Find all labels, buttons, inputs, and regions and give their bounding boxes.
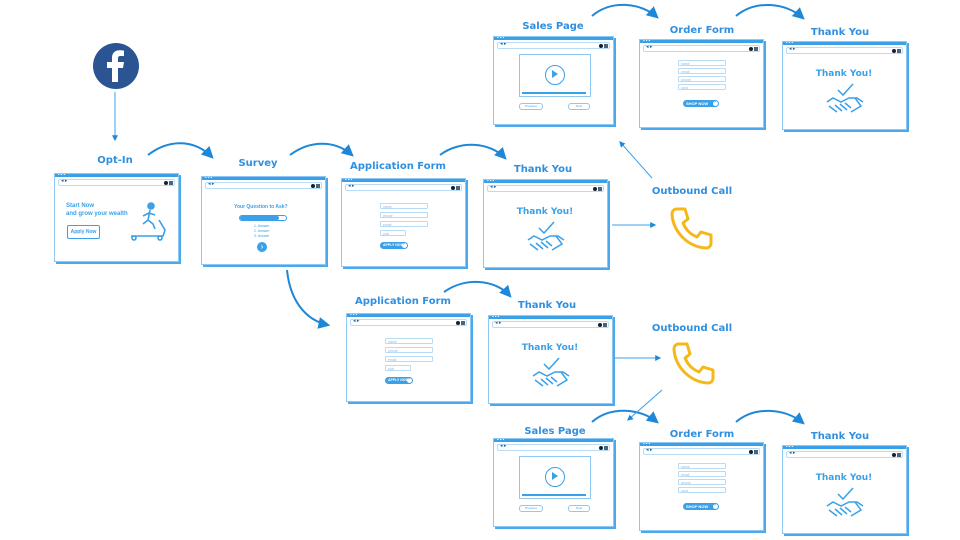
arrow-optin-to-survey [147, 142, 214, 159]
order2-field-name[interactable]: name [678, 463, 726, 469]
form2-field-pick[interactable]: pick [385, 365, 411, 371]
arrow-app1-to-ty1 [439, 143, 507, 160]
form1-field-name[interactable]: name [380, 203, 428, 209]
survey-answers: 1. Answer 2. Answer 3. Answer [254, 224, 269, 239]
title-thank-you-top: Thank You [810, 27, 870, 38]
phone-icon [672, 342, 715, 385]
form1-field-email[interactable]: email [380, 221, 428, 227]
order2-field-phone[interactable]: phone [678, 479, 726, 485]
thank-you-1-mockup: ••• ◂ ▸ Thank You! [483, 179, 608, 268]
thank-you-bottom-mockup: ••• ◂ ▸ Thank You! [782, 445, 907, 534]
title-survey: Survey [238, 158, 278, 169]
sales1-previous-button[interactable]: Previous [519, 103, 543, 110]
form1-field-pick[interactable]: pick [380, 230, 406, 236]
application-form-1-mockup: ••• ◂ ▸ name phone email pick APPLY NOW [341, 178, 466, 267]
thank-you-top-mockup: ••• ◂ ▸ Thank You! [782, 41, 907, 130]
order-form-1-mockup: ••• ◂ ▸ name email phone card SHOP NOW [639, 39, 764, 128]
title-order-form-2: Order Form [669, 429, 735, 440]
treadmill-runner-icon [131, 202, 166, 241]
form2-field-email[interactable]: email [385, 356, 433, 362]
title-sales-page-2: Sales Page [524, 426, 586, 437]
arrow-call2-to-sales2 [627, 389, 663, 421]
form1-apply-label: APPLY NOW [383, 243, 404, 247]
title-sales-page-1: Sales Page [522, 21, 584, 32]
sales-page-1-mockup: ••• ◂ ▸ Previous Next [493, 36, 614, 125]
order1-field-email[interactable]: email [678, 68, 726, 74]
survey-question: Your Question to Ask? [234, 204, 288, 210]
thank-you-2-text: Thank You! [521, 343, 579, 353]
arrow-survey-to-app1 [289, 142, 354, 157]
order2-field-email[interactable]: email [678, 471, 726, 477]
video-progress-bar[interactable] [522, 494, 586, 496]
form2-apply-label: APPLY NOW [388, 378, 409, 382]
order1-shop-button[interactable]: SHOP NOW [683, 99, 719, 107]
thank-you-2-mockup: ••• ◂ ▸ Thank You! [488, 315, 613, 404]
order2-field-card[interactable]: card [678, 487, 726, 493]
survey-answer-3[interactable]: 3. Answer [254, 234, 270, 238]
arrow-survey-to-app2 [286, 269, 331, 329]
survey-next-button[interactable]: › [257, 242, 267, 252]
title-order-form-1: Order Form [669, 25, 735, 36]
survey-page-mockup: ••• ◂ ▸ Your Question to Ask? 1. Answer … [201, 176, 326, 265]
survey-progress-bar [239, 215, 287, 221]
sales1-next-button[interactable]: Next [568, 103, 590, 110]
form2-apply-button[interactable]: APPLY NOW [385, 376, 413, 384]
title-thank-you-bottom: Thank You [810, 431, 870, 442]
order2-shop-button[interactable]: SHOP NOW [683, 502, 719, 510]
facebook-icon [93, 43, 139, 89]
application-form-2-mockup: ••• ◂ ▸ name phone email pick APPLY NOW [346, 313, 471, 402]
title-outbound-call-2: Outbound Call [651, 323, 733, 334]
sales2-previous-button[interactable]: Previous [519, 505, 543, 512]
arrow-order2-to-ty-bottom [735, 409, 805, 425]
sales-video-player[interactable] [519, 456, 591, 499]
form2-field-phone[interactable]: phone [385, 347, 433, 353]
arrow-order1-to-ty-top [735, 3, 805, 20]
arrow-call1-to-sales1 [619, 141, 653, 179]
title-application-form-2: Application Form [355, 296, 451, 307]
order-form-2-mockup: ••• ◂ ▸ name email phone card SHOP NOW [639, 442, 764, 531]
form1-field-phone[interactable]: phone [380, 212, 428, 218]
thank-you-bottom-text: Thank You! [815, 473, 873, 483]
handshake-check-icon [826, 487, 864, 517]
phone-icon [670, 207, 713, 250]
optin-headline-1: Start Now [66, 203, 95, 209]
order1-field-name[interactable]: name [678, 60, 726, 66]
handshake-check-icon [527, 221, 565, 251]
title-outbound-call-1: Outbound Call [651, 186, 733, 197]
apply-now-button[interactable]: Apply Now [67, 225, 100, 239]
title-opt-in: Opt-In [97, 155, 133, 166]
order1-field-phone[interactable]: phone [678, 76, 726, 82]
handshake-check-icon [826, 83, 864, 113]
play-icon[interactable] [545, 467, 565, 487]
title-application-form-1: Application Form [350, 161, 446, 172]
order2-shop-label: SHOP NOW [686, 504, 709, 509]
video-progress-bar[interactable] [522, 92, 586, 94]
optin-page-mockup: ••• ◂ ▸ Start Now and grow your wealth A… [54, 173, 179, 262]
form2-field-name[interactable]: name [385, 338, 433, 344]
play-icon[interactable] [545, 65, 565, 85]
title-thank-you-1: Thank You [513, 164, 573, 175]
sales-page-2-mockup: ••• ◂ ▸ Previous Next [493, 438, 614, 527]
order1-shop-label: SHOP NOW [686, 101, 709, 106]
survey-answer-1[interactable]: 1. Answer [254, 224, 270, 228]
sales-video-player[interactable] [519, 54, 591, 97]
arrow-sales2-to-order2 [591, 409, 659, 424]
arrow-sales1-to-order1 [591, 3, 659, 19]
title-thank-you-2: Thank You [517, 300, 577, 311]
handshake-check-icon [532, 357, 570, 387]
sales2-next-button[interactable]: Next [568, 505, 590, 512]
thank-you-top-text: Thank You! [815, 69, 873, 79]
arrow-app2-to-ty2 [443, 280, 512, 298]
form1-apply-button[interactable]: APPLY NOW [380, 241, 408, 249]
order1-field-card[interactable]: card [678, 84, 726, 90]
thank-you-1-text: Thank You! [516, 207, 574, 217]
survey-answer-2[interactable]: 2. Answer [254, 229, 270, 233]
optin-headline-2: and grow your wealth [66, 211, 128, 217]
